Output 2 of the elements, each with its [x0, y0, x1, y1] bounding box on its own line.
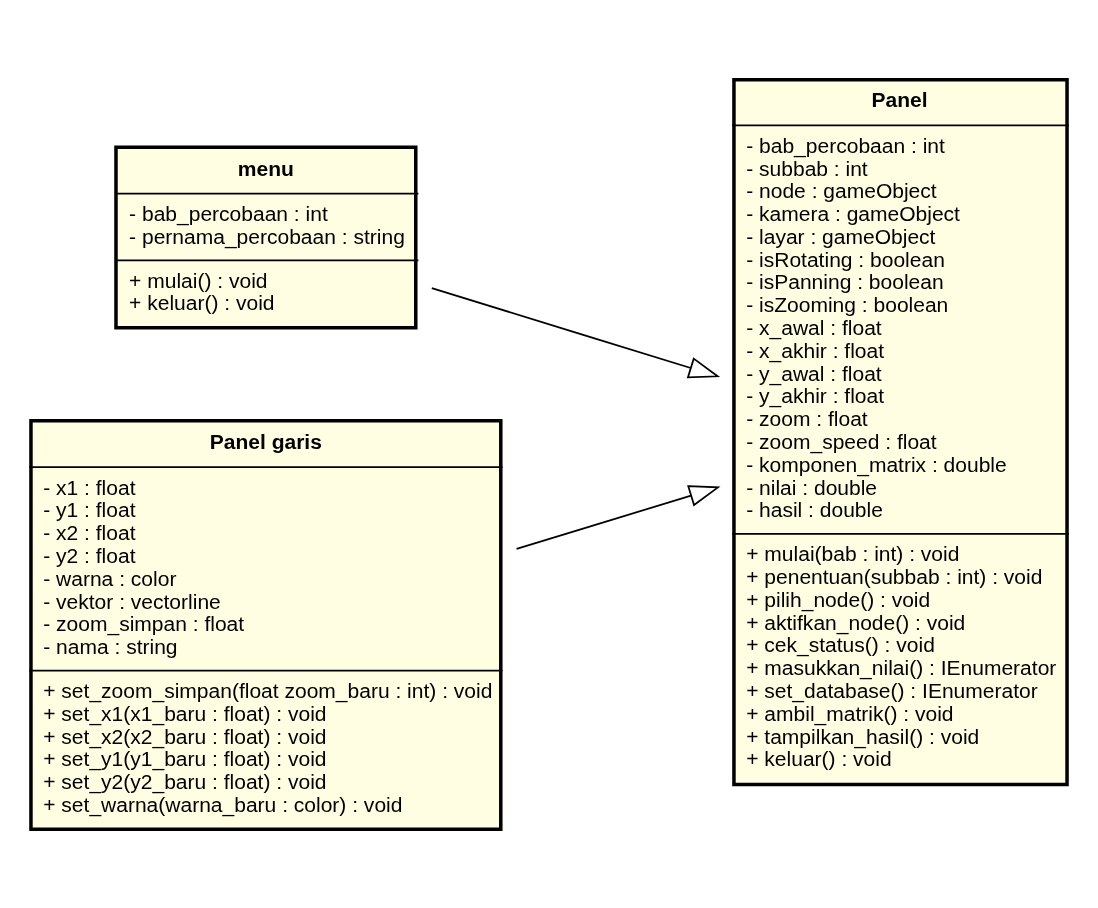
arrow: [515, 484, 721, 550]
arrow: [430, 286, 721, 378]
